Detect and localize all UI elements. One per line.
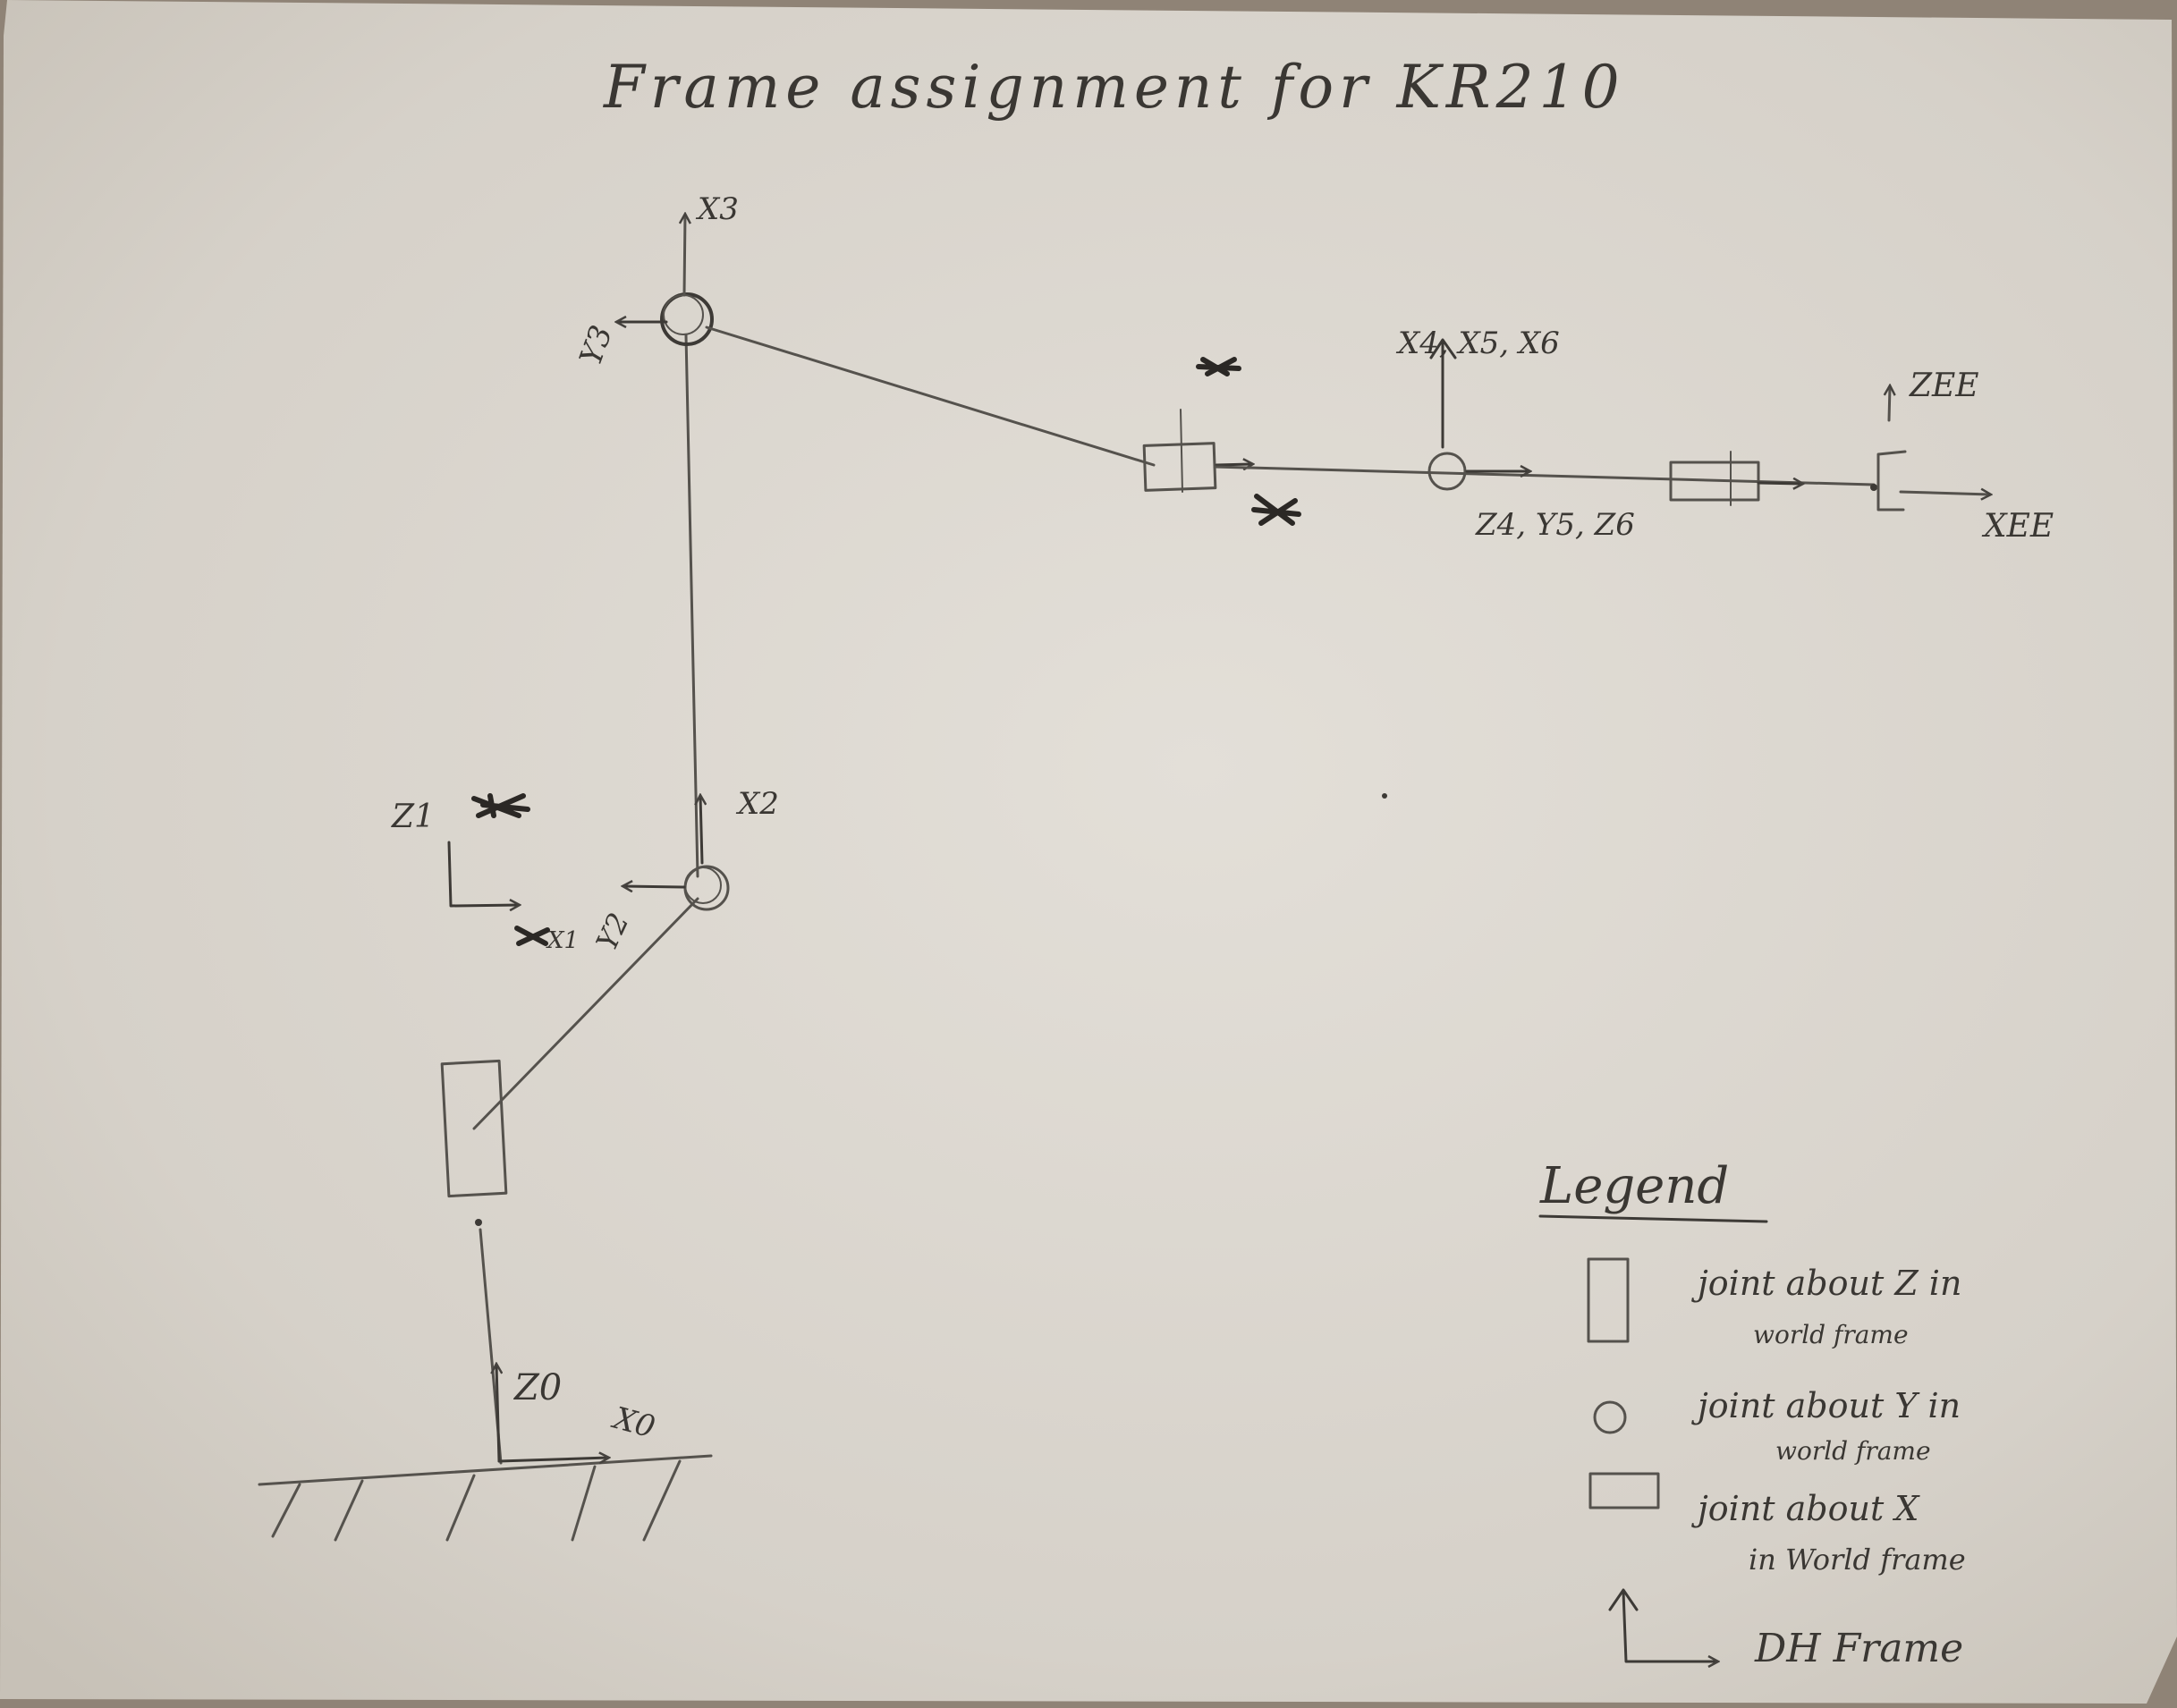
joint5-y-symbol: [1427, 452, 1467, 491]
x2-axis-arrow: [700, 796, 702, 865]
link-3-4: [705, 326, 1156, 467]
legend-item-2-line1: joint about Y in: [1691, 1386, 1961, 1425]
legend: Legend joint about Z in world frame join…: [1538, 1157, 1966, 1671]
circle-icon: [1593, 1400, 1627, 1434]
x1-label: X1: [546, 927, 579, 954]
legend-item-1-line2: world frame: [1753, 1320, 1909, 1349]
link-1-2: [472, 897, 699, 1130]
tall-rectangle-icon: [1587, 1257, 1630, 1343]
z1-label: Z1: [391, 799, 435, 835]
x2-label: X2: [735, 786, 779, 822]
legend-heading: Legend: [1539, 1157, 1729, 1215]
legend-item-3-line2: in World frame: [1749, 1543, 1966, 1577]
legend-item-2-line2: world frame: [1775, 1436, 1931, 1466]
z0-label: Z0: [512, 1367, 562, 1408]
dh-frame-icon: [1622, 1590, 1717, 1661]
frame1-symbol: [447, 841, 519, 906]
z6-axis-arrow: [1757, 483, 1802, 484]
diagram-title: Frame assignment for KR210: [603, 53, 1625, 122]
link-2-3: [684, 334, 699, 878]
x456-label: X4, X5, X6: [1395, 326, 1560, 361]
legend-item-1-line1: joint about Z in: [1691, 1264, 1961, 1303]
legend-item-3-line1: joint about X: [1691, 1489, 1920, 1528]
xee-axis-arrow: [1899, 492, 1990, 495]
joint3-y-symbol: [660, 292, 714, 346]
x3-label: X3: [695, 191, 739, 227]
z0-axis-arrow: [496, 1365, 499, 1463]
zee-label: ZEE: [1909, 368, 1979, 404]
wide-rectangle-icon: [1588, 1472, 1660, 1509]
xee-label: XEE: [1981, 508, 2054, 545]
ee-frame-symbol: [1876, 450, 1907, 512]
x0-axis-arrow: [497, 1458, 608, 1461]
x3-axis-arrow: [684, 215, 685, 297]
joint1-z-symbol: [440, 1059, 508, 1198]
base-point: [475, 1219, 482, 1226]
ground: [258, 1454, 713, 1542]
z4-axis-arrow: [1215, 464, 1252, 465]
y2-axis-arrow: [623, 886, 686, 887]
legend-item-4-label: DH Frame: [1754, 1626, 1963, 1671]
joint6-x-symbol: [1669, 461, 1760, 502]
crossed-out-marks: [471, 357, 1301, 946]
z4y5z6-label: Z4, Y5, Z6: [1475, 507, 1635, 543]
zee-axis-arrow: [1889, 386, 1890, 422]
